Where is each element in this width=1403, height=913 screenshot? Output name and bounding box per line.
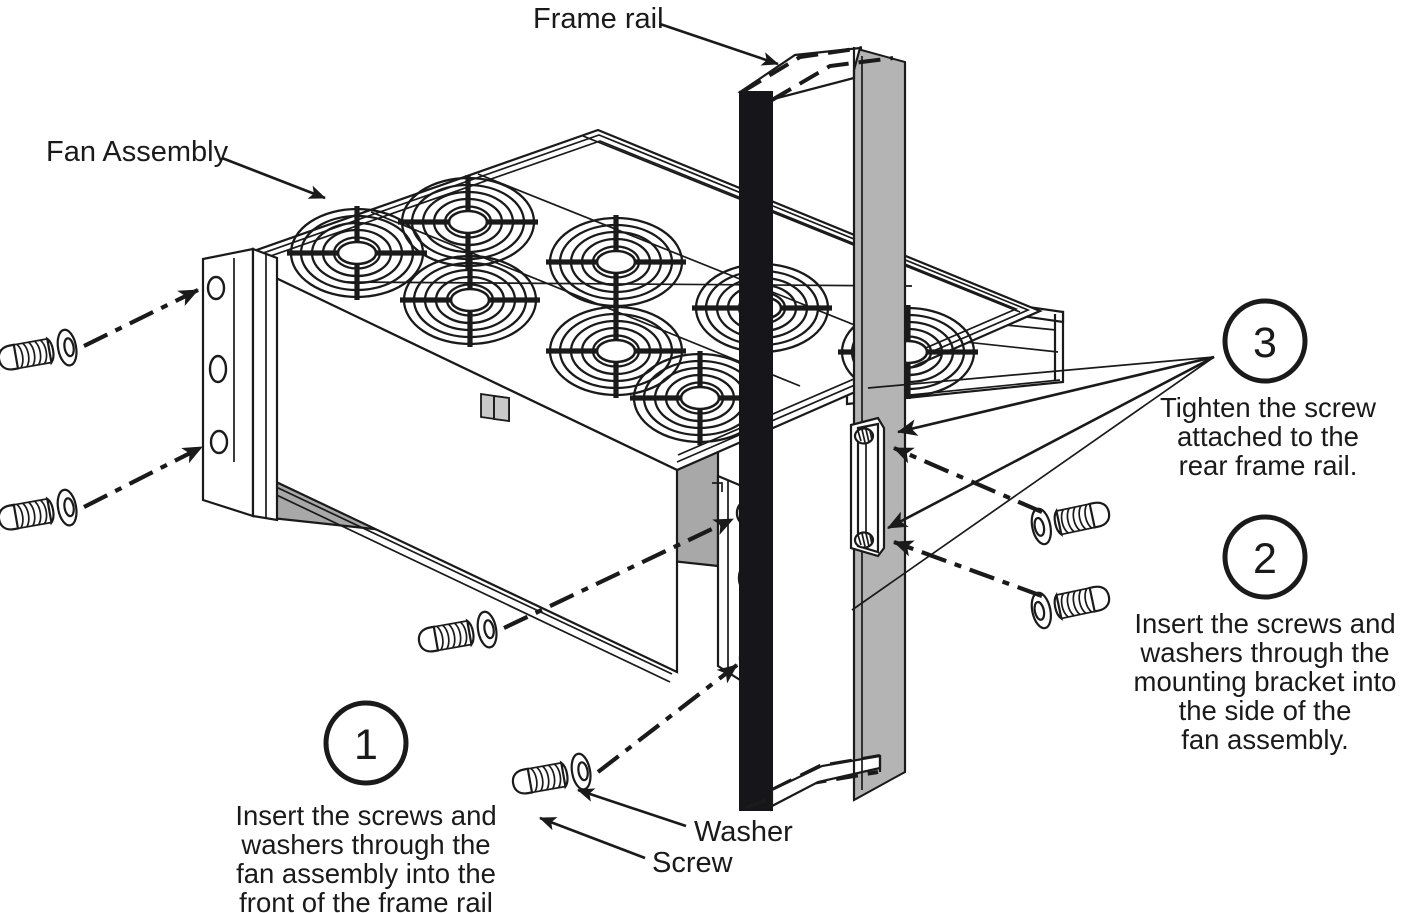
frame-rail-label: Frame rail xyxy=(533,3,664,35)
callout-3: 3 Tighten the screw attached to the rear… xyxy=(1160,298,1376,481)
callout-1-circle xyxy=(323,700,409,786)
callout-3-line-1: Tighten the screw xyxy=(1160,392,1376,423)
fan-assembly xyxy=(201,128,1065,696)
callout-3-leaders xyxy=(851,355,1215,611)
callout-1: 1 Insert the screws and washers through … xyxy=(235,700,497,913)
insert-path-rear-top xyxy=(503,517,734,630)
callout-2-line-5: fan assembly. xyxy=(1181,724,1349,755)
callout-2: 2 Insert the screws and washers through … xyxy=(1134,514,1397,755)
callout-1-line-3: fan assembly into the xyxy=(236,858,496,889)
frame-rail-hidden-edge-top2 xyxy=(770,56,894,102)
front-mounting-flange xyxy=(201,247,279,522)
washer-leader xyxy=(577,788,687,828)
callout-3-leader-top xyxy=(897,355,1215,436)
callout-2-line-4: the side of the xyxy=(1179,695,1352,726)
connector-detail xyxy=(480,392,510,423)
washer-label: Washer xyxy=(694,816,793,848)
callout-2-line-2: washers through the xyxy=(1139,637,1389,668)
screw-leader xyxy=(539,816,646,860)
frame-rail xyxy=(737,46,907,812)
callout-3-line-2: attached to the xyxy=(1177,421,1359,452)
bracket-screw-top xyxy=(853,427,875,445)
callout-3-number: 3 xyxy=(1253,319,1277,367)
callout-3-leader-bottom xyxy=(887,355,1215,530)
screw-label: Screw xyxy=(652,847,734,879)
callout-1-line-4: front of the frame rail xyxy=(239,887,493,913)
insert-path-front-top xyxy=(83,288,199,348)
callout-1-line-2: washers through the xyxy=(240,829,490,860)
bracket-screw-bottom xyxy=(853,531,875,549)
fan-assembly-leader xyxy=(221,156,326,200)
fan-grille-array xyxy=(287,135,1021,445)
insert-path-front-bottom xyxy=(83,445,203,509)
flange-hole-middle xyxy=(208,354,228,384)
frame-rail-leader xyxy=(659,22,779,66)
callout-3-line-3: rear frame rail. xyxy=(1179,450,1358,481)
callout-2-circle xyxy=(1222,514,1308,600)
callout-1-number: 1 xyxy=(354,721,378,769)
assembly-path-lines xyxy=(83,288,1043,774)
insert-path-rear-bottom xyxy=(596,663,739,774)
fan-assembly-label: Fan Assembly xyxy=(46,136,229,168)
callout-3-circle xyxy=(1222,298,1308,384)
callout-2-line-3: mounting bracket into xyxy=(1134,666,1397,697)
flange-hole-bottom xyxy=(209,429,229,455)
callout-1-line-1: Insert the screws and xyxy=(235,800,496,831)
callout-2-number: 2 xyxy=(1253,535,1277,583)
flange-hole-top xyxy=(206,275,226,301)
callout-2-line-1: Insert the screws and xyxy=(1134,608,1395,639)
mounting-bracket xyxy=(849,416,886,558)
frame-rail-hidden-edge-top xyxy=(740,46,863,94)
